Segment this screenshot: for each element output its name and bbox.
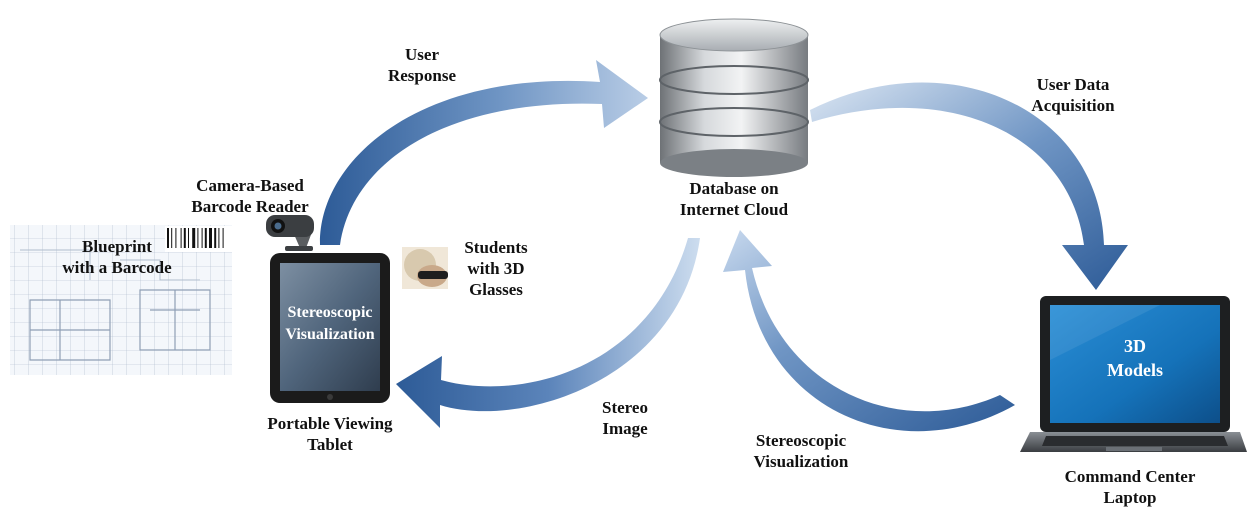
command-center-line-2: Laptop (1103, 488, 1157, 507)
tablet-screen-line-2: Visualization (285, 326, 375, 343)
laptop-device (1020, 296, 1247, 452)
barcode-bar (209, 228, 212, 248)
user-data-acquisition-label: User Data Acquisition (1008, 74, 1138, 116)
barcode-bar (218, 228, 220, 248)
laptop-screen-line-2: Models (1107, 360, 1163, 380)
stereo-image-label: Stereo Image (590, 397, 660, 439)
blueprint-label: Blueprint with a Barcode (42, 236, 192, 278)
user-data-acquisition-arrow (810, 82, 1128, 290)
portable-tablet-line-2: Tablet (307, 435, 353, 454)
user-data-acquisition-line-1: User Data (1036, 75, 1110, 94)
stereoscopic-visualization-arrow (723, 230, 1015, 432)
webcam-icon (266, 215, 314, 251)
barcode-bar (214, 228, 217, 248)
barcode-bar (188, 228, 189, 248)
command-center-label: Command Center Laptop (1050, 466, 1210, 508)
barcode-bar (167, 228, 169, 248)
students-line-2: with 3D (467, 259, 525, 278)
user-response-arrow (319, 60, 648, 245)
stereoscopic-visualization-line-1: Stereoscopic (755, 431, 847, 450)
stereoscopic-visualization-label: Stereoscopic Visualization (736, 430, 866, 472)
user-response-line-2: Response (387, 66, 456, 85)
stereo-image-line-1: Stereo (602, 398, 648, 417)
stereoscopic-visualization-line-2: Visualization (753, 452, 849, 471)
students-photo (402, 247, 448, 289)
barcode-bar (204, 228, 207, 248)
user-response-line-1: User (405, 45, 439, 64)
barcode-bar (201, 228, 203, 248)
barcode-bar (183, 228, 186, 248)
camera-reader-label: Camera-Based Barcode Reader (180, 175, 320, 217)
database-line-1: Database on (689, 179, 779, 198)
students-line-1: Students (464, 238, 528, 257)
tablet-screen-line-1: Stereoscopic (287, 304, 373, 321)
camera-reader-line-2: Barcode Reader (191, 197, 309, 216)
tablet-device (270, 253, 390, 403)
barcode-bar (222, 228, 224, 248)
barcode-bar (171, 228, 173, 248)
students-label: Students with 3D Glasses (456, 237, 536, 300)
user-data-acquisition-line-2: Acquisition (1031, 96, 1115, 115)
portable-tablet-line-1: Portable Viewing (267, 414, 393, 433)
user-response-label: User Response (370, 44, 474, 86)
portable-tablet-label: Portable Viewing Tablet (250, 413, 410, 455)
barcode-icon (165, 226, 233, 252)
students-line-3: Glasses (469, 280, 523, 299)
database-label: Database on Internet Cloud (654, 178, 814, 220)
command-center-line-1: Command Center (1064, 467, 1196, 486)
stereo-image-arrow (396, 238, 700, 428)
database-icon (659, 18, 809, 177)
blueprint-line-1: Blueprint (82, 237, 152, 256)
camera-reader-line-1: Camera-Based (196, 176, 304, 195)
barcode-bar (192, 228, 196, 248)
barcode-bar (180, 228, 182, 248)
barcode-bar (197, 228, 199, 248)
tablet-screen-text: Stereoscopic Visualization (280, 302, 380, 346)
database-line-2: Internet Cloud (679, 200, 789, 219)
laptop-screen-line-1: 3D (1124, 336, 1146, 356)
blueprint-line-2: with a Barcode (62, 258, 172, 277)
stereo-image-line-2: Image (602, 419, 648, 438)
laptop-screen-text: 3D Models (1090, 334, 1180, 382)
barcode-bar (175, 228, 177, 248)
